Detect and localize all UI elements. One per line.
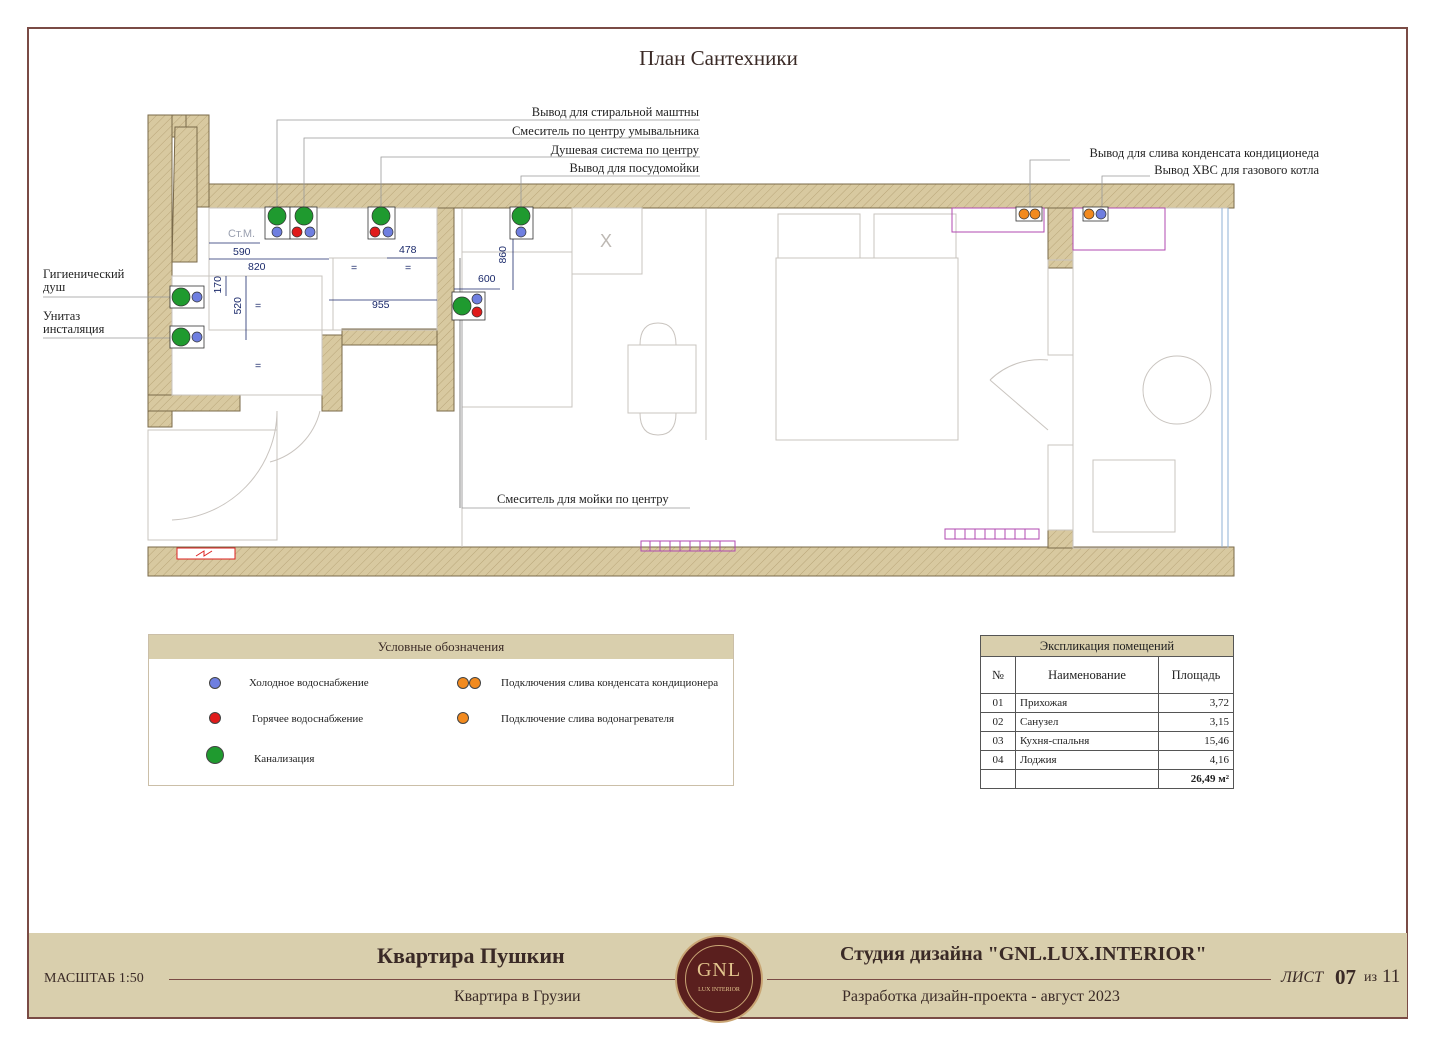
row-name: Прихожая [1015, 693, 1159, 713]
legend-title: Условные обозначения [149, 635, 733, 659]
explication-title: Экспликация помещений [980, 635, 1234, 657]
sheet-label: ЛИСТ [1281, 969, 1323, 986]
row-name: Лоджия [1015, 750, 1159, 770]
cold-water-icon [209, 677, 221, 689]
boiler-unit [1072, 207, 1166, 251]
scale-label: МАСШТАБ 1:50 [44, 971, 144, 986]
dim-820: 820 [248, 261, 266, 273]
table-row: 01 Прихожая 3,72 [980, 693, 1234, 713]
dim-590: 590 [233, 246, 251, 258]
col-area: Площадь [1158, 656, 1234, 694]
page-title: План Сантехники [639, 46, 798, 70]
wall-corridor-top [341, 328, 439, 346]
hot-water-icon [209, 712, 221, 724]
studio-name: Студия дизайна "GNL.LUX.INTERIOR" [840, 943, 1207, 965]
callout-washing-machine: Вывод для стиральной маштны [531, 105, 699, 119]
wall-loggia-bottom [1047, 529, 1074, 549]
heater-drain-icon [457, 712, 469, 724]
wall-kitchen-left [436, 207, 455, 412]
appliance-x-mark: X [600, 231, 612, 251]
row-no: 02 [980, 712, 1016, 732]
dim-860: 860 [497, 246, 509, 264]
row-no: 03 [980, 731, 1016, 751]
callout-hygienic-shower: Гигиенический душ [43, 267, 125, 294]
table-row: 02 Санузел 3,15 [980, 712, 1234, 732]
wall-bath-right [321, 334, 343, 412]
studio-logo: GNL LUX INTERIOR [675, 935, 763, 1023]
legend-heater-drain: Подключение слива водонагревателя [501, 713, 675, 725]
electric-panel [176, 547, 236, 560]
footer-line-left [169, 979, 675, 980]
legend-cold: Холодное водоснабжение [249, 677, 369, 689]
total-area: 26,49 м² [1158, 769, 1234, 789]
logo-subtext: LUX INTERIOR [698, 987, 740, 993]
condensate-icon-1 [457, 677, 469, 689]
row-area: 3,72 [1158, 693, 1234, 713]
condensate-icon-2 [469, 677, 481, 689]
dim-eq-1: = [351, 262, 358, 274]
col-number: № [980, 656, 1016, 694]
callout-condensate: Вывод для слива конденсата кондиционеда [1089, 146, 1319, 160]
dim-eq-3: = [255, 300, 262, 312]
callout-dishwasher: Вывод для посудомойки [569, 161, 699, 175]
row-area: 4,16 [1158, 750, 1234, 770]
project-stage: Разработка дизайн-проекта - август 2023 [842, 988, 1120, 1005]
row-area: 15,46 [1158, 731, 1234, 751]
wall-top [208, 183, 1235, 209]
radiator-2 [944, 528, 1040, 540]
wall-left [147, 114, 173, 428]
dim-600: 600 [478, 273, 496, 285]
legend: Условные обозначения Холодное водоснабже… [148, 634, 734, 786]
project-location: Квартира в Грузии [454, 988, 581, 1005]
callout-boiler: Вывод ХВС для газового котла [1154, 163, 1319, 177]
dim-955: 955 [372, 299, 390, 311]
sewer-icon [206, 746, 224, 764]
radiator-1 [640, 540, 736, 552]
sheet-total: 11 [1382, 966, 1401, 987]
logo-ring [685, 945, 753, 1013]
wall-bottom [147, 546, 1235, 577]
dim-170: 170 [212, 276, 224, 294]
col-name: Наименование [1015, 656, 1159, 694]
row-no: 01 [980, 693, 1016, 713]
callout-kitchen-mixer: Смеситель для мойки по центру [497, 492, 669, 506]
legend-hot: Горячее водоснабжение [252, 713, 364, 725]
dim-cm-label: Ст.М. [228, 228, 256, 240]
legend-condensate: Подключения слива конденсата кондиционер… [501, 677, 719, 689]
row-area: 3,15 [1158, 712, 1234, 732]
row-no: 04 [980, 750, 1016, 770]
wall-loggia-top [1047, 207, 1074, 269]
sheet-of: из [1364, 970, 1378, 985]
dim-520: 520 [232, 297, 244, 315]
sheet-number: 07 [1335, 965, 1356, 989]
wall-bath-bottom-left [147, 394, 241, 412]
callout-sink-mixer: Смеситель по центру умывальника [511, 124, 699, 138]
condenser-unit [951, 207, 1045, 233]
table-row: 04 Лоджия 4,16 [980, 750, 1234, 770]
footer-line-right [767, 979, 1271, 980]
callout-toilet: Унитаз инсталяция [43, 309, 105, 336]
row-name: Кухня-спальня [1015, 731, 1159, 751]
legend-sewer: Канализация [254, 753, 315, 765]
explication-table: Экспликация помещений № Наименование Пло… [980, 635, 1234, 789]
walls [147, 114, 1235, 577]
dim-eq-4: = [255, 360, 262, 372]
dim-eq-2: = [405, 262, 412, 274]
table-total-row: 26,49 м² [980, 769, 1234, 789]
project-name: Квартира Пушкин [377, 943, 565, 968]
callout-shower: Душевая система по центру [550, 143, 699, 157]
dim-478: 478 [399, 244, 417, 256]
table-row: 03 Кухня-спальня 15,46 [980, 731, 1234, 751]
row-name: Санузел [1015, 712, 1159, 732]
logo-text: GNL [696, 959, 742, 981]
